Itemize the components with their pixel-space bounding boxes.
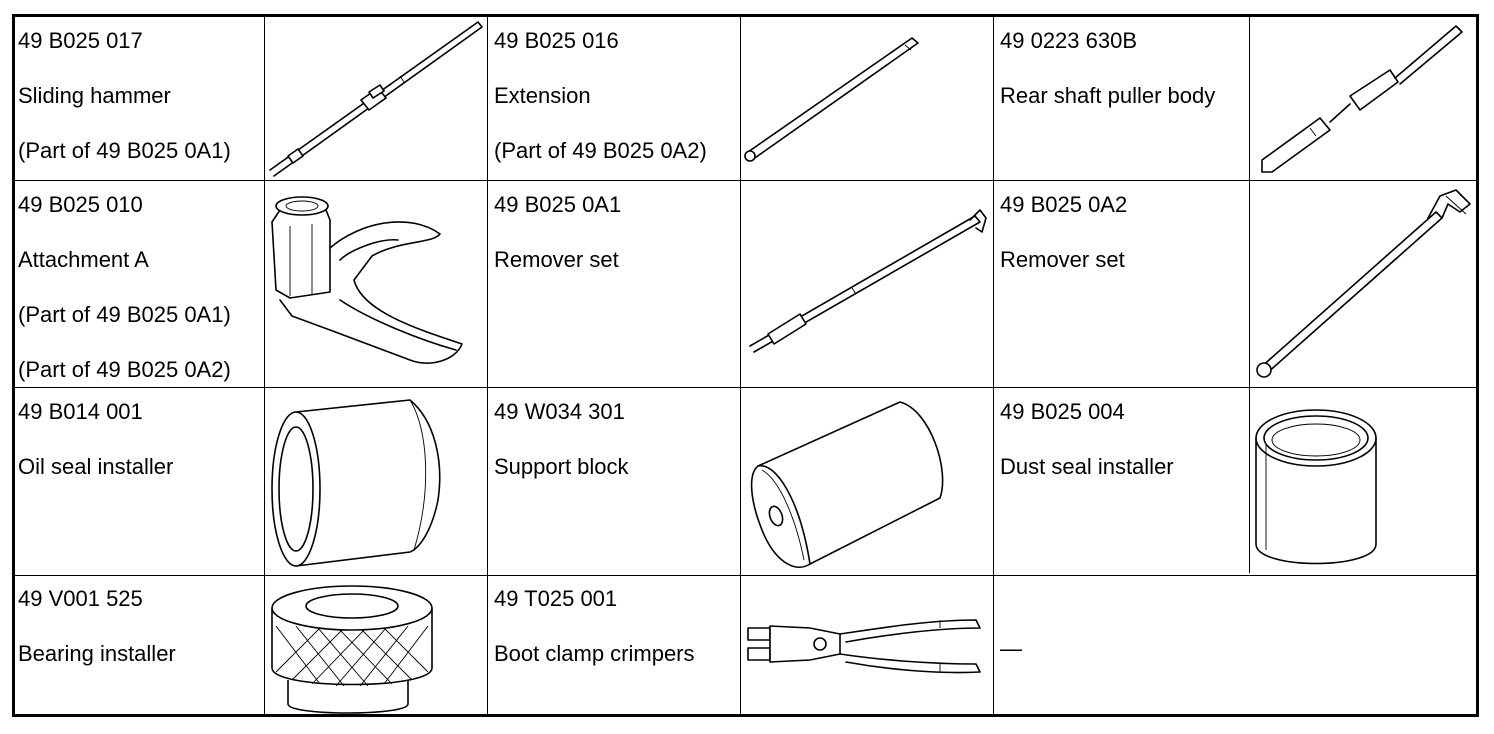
part-number: 49 B025 0A2 <box>1000 192 1128 217</box>
remover-set-0a2-drawing <box>1256 189 1471 378</box>
part-number: 49 B014 001 <box>18 399 143 424</box>
part-of-note: (Part of 49 B025 0A2) <box>18 357 231 382</box>
column-divider <box>993 17 994 714</box>
column-divider <box>740 17 741 714</box>
empty-cell-dash: — <box>1000 621 1022 676</box>
special-tools-table: 49 B025 017 Sliding hammer (Part of 49 B… <box>12 14 1479 717</box>
row-divider <box>15 180 1476 181</box>
part-number: 49 B025 016 <box>494 28 619 53</box>
tool-text-remover-set-0a2: 49 B025 0A2 Remover set <box>1000 177 1127 287</box>
part-number: 49 B025 004 <box>1000 399 1125 424</box>
tool-text-bearing-installer: 49 V001 525 Bearing installer <box>18 571 176 681</box>
sliding-hammer-drawing <box>269 21 483 177</box>
tool-name: Rear shaft puller body <box>1000 83 1216 108</box>
row-divider <box>15 575 1476 576</box>
remover-set-0a1-drawing <box>749 209 987 353</box>
boot-clamp-crimpers-drawing <box>747 619 981 674</box>
part-of-note: (Part of 49 B025 0A1) <box>18 138 231 163</box>
part-number: 49 V001 525 <box>18 586 143 611</box>
tool-text-attachment-a: 49 B025 010 Attachment A (Part of 49 B02… <box>18 177 231 397</box>
part-number: 49 0223 630B <box>1000 28 1138 53</box>
tool-name: Remover set <box>494 247 619 272</box>
bearing-installer-drawing <box>271 585 433 714</box>
tool-illustrations <box>269 21 1471 714</box>
tool-name: Oil seal installer <box>18 454 174 479</box>
tool-text-remover-set-0a1: 49 B025 0A1 Remover set <box>494 177 621 287</box>
support-block-drawing <box>750 401 944 568</box>
attachment-a-drawing <box>271 196 463 364</box>
tool-name: Remover set <box>1000 247 1125 272</box>
tool-text-oil-seal-installer: 49 B014 001 Oil seal installer <box>18 384 173 494</box>
extension-drawing <box>744 37 919 162</box>
tool-text-dust-seal-installer: 49 B025 004 Dust seal installer <box>1000 384 1174 494</box>
tool-text-boot-clamp-crimpers: 49 T025 001 Boot clamp crimpers <box>494 571 695 681</box>
tool-text-support-block: 49 W034 301 Support block <box>494 384 629 494</box>
row-divider <box>15 387 1476 388</box>
part-number: 49 W034 301 <box>494 399 625 424</box>
tool-name: Extension <box>494 83 591 108</box>
part-number: 49 B025 017 <box>18 28 143 53</box>
part-number: 49 B025 0A1 <box>494 192 622 217</box>
part-of-note: (Part of 49 B025 0A1) <box>18 302 231 327</box>
rear-shaft-puller-body-drawing <box>1261 25 1463 173</box>
dash-text: — <box>1000 636 1022 661</box>
dust-seal-installer-drawing <box>1255 409 1377 565</box>
column-divider <box>1249 17 1250 573</box>
part-of-note: (Part of 49 B025 0A2) <box>494 138 707 163</box>
tool-name: Boot clamp crimpers <box>494 641 695 666</box>
part-number: 49 B025 010 <box>18 192 143 217</box>
column-divider <box>264 17 265 714</box>
tool-text-extension: 49 B025 016 Extension (Part of 49 B025 0… <box>494 13 707 178</box>
oil-seal-installer-drawing <box>271 399 441 567</box>
tool-name: Dust seal installer <box>1000 454 1174 479</box>
tool-name: Sliding hammer <box>18 83 171 108</box>
tool-text-rear-shaft-puller-body: 49 0223 630B Rear shaft puller body <box>1000 13 1215 123</box>
tool-text-sliding-hammer: 49 B025 017 Sliding hammer (Part of 49 B… <box>18 13 231 178</box>
part-number: 49 T025 001 <box>494 586 618 611</box>
tool-name: Support block <box>494 454 629 479</box>
column-divider <box>487 17 488 714</box>
tool-name: Attachment A <box>18 247 149 272</box>
tool-name: Bearing installer <box>18 641 176 666</box>
